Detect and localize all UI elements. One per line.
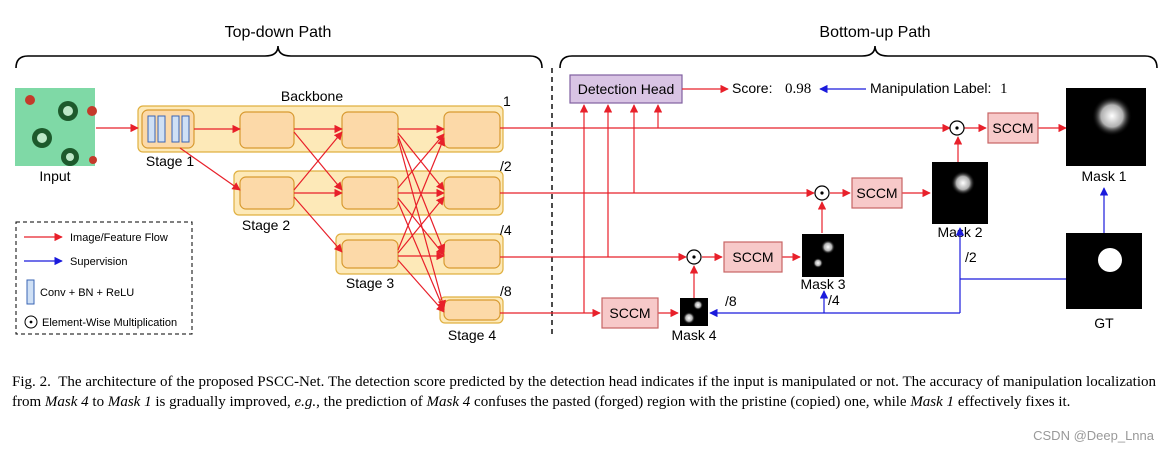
figure-caption: Fig. 2. The architecture of the proposed…: [12, 372, 1156, 412]
sccm-box-2: [851, 177, 903, 209]
score-value: 0.98: [785, 81, 811, 97]
top-down-path-label: Top-down Path: [225, 24, 332, 41]
sccm-label: SCCM: [609, 305, 650, 321]
caption-text: confuses the pasted (forged) region with…: [474, 394, 907, 410]
mask-3-image: [802, 234, 844, 277]
scale-label-2: /2: [500, 158, 512, 174]
multiplication-legend-icon: [24, 315, 38, 329]
bottom-up-flows: [500, 104, 1067, 318]
watermark: CSDN @Deep_Lnna: [1033, 428, 1154, 443]
caption-eg: e.g.: [294, 394, 317, 410]
caption-text: effectively fixes it.: [957, 394, 1071, 410]
legend-flow-label: Image/Feature Flow: [70, 232, 168, 244]
stage-2-label: Stage 2: [242, 217, 290, 233]
stage-3-block: [341, 239, 399, 269]
sccm-box-3: [723, 241, 783, 273]
mask-1-label: Mask 1: [1081, 168, 1126, 184]
scale-label-1: 1: [503, 93, 511, 109]
caption-text: , the prediction of: [316, 394, 423, 410]
stage-2-block: [443, 176, 501, 210]
stage-2-block: [239, 176, 295, 210]
mask-3-label: Mask 3: [800, 276, 845, 292]
stage-1-block: [341, 111, 399, 149]
conv-block-icon: [26, 279, 35, 305]
scale-label-4: /4: [500, 222, 512, 238]
mask-4-supervision-scale: /8: [725, 293, 737, 309]
gt-image: [1066, 233, 1142, 309]
mask-1-image: [1066, 88, 1146, 166]
stage-2-block: [341, 176, 399, 210]
top-down-brace: [15, 45, 543, 69]
caption-mask-1: Mask 1: [107, 394, 152, 410]
caption-text: The architecture of the proposed PSCC-Ne…: [12, 374, 1156, 410]
stage-4-label: Stage 4: [448, 327, 496, 343]
stage-3-block: [443, 239, 501, 269]
legend-box: [15, 221, 193, 335]
stage-1-block: [443, 111, 501, 149]
mask-4-image: [680, 298, 708, 326]
mask-2-image: [932, 162, 988, 224]
backbone-flows: [96, 123, 447, 313]
gt-label: GT: [1094, 315, 1114, 331]
mask-4-label: Mask 4: [671, 327, 716, 343]
stage-1-label: Stage 1: [146, 153, 194, 169]
supervision-flows: [709, 187, 1109, 318]
bottom-up-path-label: Bottom-up Path: [819, 24, 930, 41]
conv-block-icon: [171, 115, 180, 143]
manipulation-label: Manipulation Label:: [870, 80, 991, 96]
sccm-box-4: [601, 297, 659, 329]
detection-head-label: Detection Head: [578, 81, 675, 97]
mask-2-supervision-scale: /2: [965, 249, 977, 265]
architecture-diagram: Top-down Path Bottom-up Path Input Backb…: [15, 24, 1158, 343]
input-label: Input: [39, 168, 70, 184]
sccm-box-1: [987, 112, 1039, 144]
scale-label-8: /8: [500, 283, 512, 299]
stage-1-block: [239, 111, 295, 149]
stage-4-block: [443, 299, 501, 321]
caption-mask-4: Mask 4: [426, 394, 471, 410]
caption-mask-1: Mask 1: [910, 394, 955, 410]
sccm-label: SCCM: [732, 249, 773, 265]
legend-supervision-label: Supervision: [70, 256, 127, 268]
caption-fig: Fig. 2.: [12, 374, 51, 390]
stage-3-label: Stage 3: [346, 275, 394, 291]
bottom-up-brace: [559, 45, 1158, 69]
legend-mult-label: Element-Wise Multiplication: [42, 317, 177, 329]
caption-text: to: [92, 394, 105, 410]
element-wise-multiplication-icon: [814, 185, 830, 201]
sccm-label: SCCM: [856, 185, 897, 201]
caption-mask-4: Mask 4: [44, 394, 89, 410]
element-wise-multiplication-icon: [949, 120, 965, 136]
conv-block-icon: [181, 115, 190, 143]
caption-text: is gradually improved,: [155, 394, 291, 410]
element-wise-multiplication-icon: [686, 249, 702, 265]
sccm-label: SCCM: [992, 120, 1033, 136]
manipulation-label-value: 1: [1000, 81, 1008, 97]
conv-block-icon: [147, 115, 156, 143]
conv-block-icon: [157, 115, 166, 143]
backbone-label: Backbone: [281, 88, 343, 104]
legend-conv-label: Conv + BN + ReLU: [40, 287, 134, 299]
score-label: Score:: [732, 80, 772, 96]
input-image: [15, 88, 97, 166]
mask-3-supervision-scale: /4: [828, 292, 840, 308]
